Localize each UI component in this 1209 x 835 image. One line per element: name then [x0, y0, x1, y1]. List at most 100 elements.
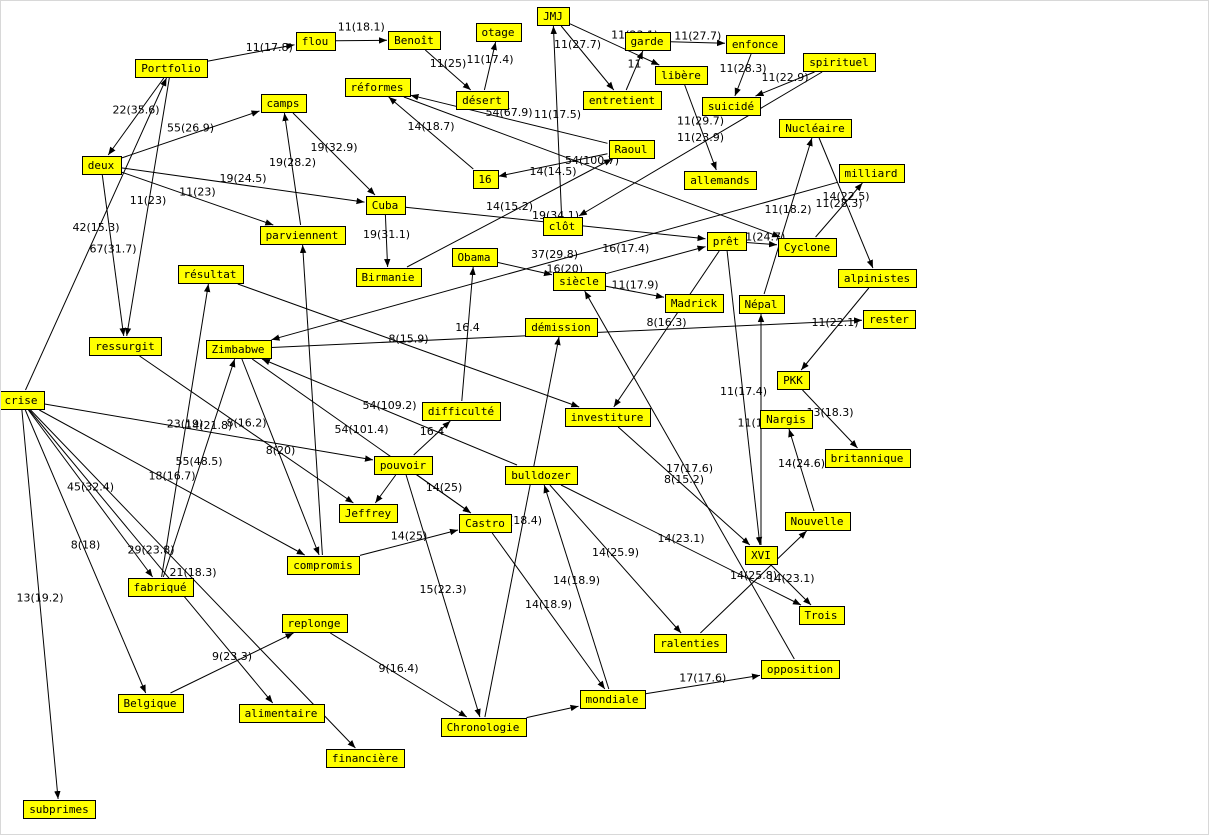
node-nouvelle[interactable]: Nouvelle [785, 512, 851, 531]
node-libere[interactable]: libère [655, 66, 708, 85]
edge-pouvoir-castro [416, 474, 472, 514]
node-otage[interactable]: otage [476, 23, 522, 42]
node-investiture[interactable]: investiture [565, 408, 651, 427]
node-n16[interactable]: 16 [473, 170, 499, 189]
node-ralenties[interactable]: ralenties [654, 634, 727, 653]
node-deux[interactable]: deux [82, 156, 122, 175]
node-parviennent[interactable]: parviennent [260, 226, 346, 245]
node-box [702, 97, 761, 116]
node-label: Chronologie [447, 721, 520, 734]
edge-desert-otage [483, 41, 497, 91]
node-box [839, 164, 905, 183]
node-nucleaire[interactable]: Nucléaire [779, 119, 852, 138]
node-mondiale[interactable]: mondiale [580, 690, 646, 709]
node-zimbabwe[interactable]: Zimbabwe [206, 340, 272, 359]
node-camps[interactable]: camps [261, 94, 307, 113]
node-label: Birmanie [362, 271, 415, 284]
node-birmanie[interactable]: Birmanie [356, 268, 422, 287]
edge-nucleaire-alpinistes [818, 137, 874, 269]
edge-label: 13(19.2) [16, 592, 63, 605]
node-castro[interactable]: Castro [459, 514, 512, 533]
node-label: Madrick [671, 297, 718, 310]
node-label: camps [266, 97, 299, 110]
node-reformes[interactable]: réformes [345, 78, 411, 97]
node-trois[interactable]: Trois [799, 606, 845, 625]
node-fabrique[interactable]: fabriqué [128, 578, 194, 597]
node-box [665, 294, 724, 313]
node-opposition[interactable]: opposition [761, 660, 840, 679]
node-subprimes[interactable]: subprimes [23, 800, 96, 819]
node-jeffrey[interactable]: Jeffrey [339, 504, 398, 523]
node-demission[interactable]: démission [525, 318, 598, 337]
edges-layer [21, 23, 874, 800]
node-allemands[interactable]: allemands [684, 171, 757, 190]
edge-cuba-birmanie [384, 214, 391, 268]
node-financiere[interactable]: financière [326, 749, 405, 768]
edge-jmj-entretient [560, 25, 615, 91]
node-box [799, 606, 845, 625]
node-suicide[interactable]: suicidé [702, 97, 761, 116]
node-garde[interactable]: garde [625, 32, 671, 51]
node-box [476, 23, 522, 42]
node-siecle[interactable]: siècle [553, 272, 606, 291]
node-alimentaire[interactable]: alimentaire [239, 704, 325, 723]
edge-label: 37(29.8) [531, 248, 578, 261]
edge-label: 19(28.2) [269, 156, 316, 169]
node-pkk[interactable]: PKK [777, 371, 810, 390]
node-nargis[interactable]: Nargis [760, 410, 813, 429]
node-milliard[interactable]: milliard [839, 164, 905, 183]
node-entretient[interactable]: entretient [583, 91, 662, 110]
node-box [779, 119, 852, 138]
node-portfolio[interactable]: Portfolio [135, 59, 208, 78]
edge-opposition-siecle [584, 290, 795, 660]
edge-label: 14(18.7) [407, 120, 454, 133]
node-box [525, 318, 598, 337]
node-ressurgit[interactable]: ressurgit [89, 337, 162, 356]
node-jmj[interactable]: JMJ [537, 7, 570, 26]
node-box [287, 556, 360, 575]
node-obama[interactable]: Obama [452, 248, 498, 267]
node-desert[interactable]: désert [456, 91, 509, 110]
node-difficulte[interactable]: difficulté [422, 402, 501, 421]
node-rester[interactable]: rester [863, 310, 916, 329]
node-cyclone[interactable]: Cyclone [778, 238, 837, 257]
node-label: pouvoir [380, 459, 427, 472]
edge-alpinistes-pkk [800, 287, 870, 371]
node-raoul[interactable]: Raoul [609, 140, 655, 159]
node-xvi[interactable]: XVI [745, 546, 778, 565]
edge-fabrique-resultat [161, 283, 211, 578]
edge-label: 11(23) [179, 186, 216, 199]
node-box [296, 32, 336, 51]
edge-chronologie-mondiale [526, 704, 579, 719]
node-chronologie[interactable]: Chronologie [441, 718, 527, 737]
edge-label: 14(21.8) [185, 419, 232, 432]
node-crise[interactable]: crise [1, 391, 45, 410]
node-enfonce[interactable]: enfonce [726, 35, 785, 54]
node-spirituel[interactable]: spirituel [803, 53, 876, 72]
node-resultat[interactable]: résultat [178, 265, 244, 284]
edge-label: 11(27.7) [674, 29, 721, 42]
node-label: réformes [351, 81, 404, 94]
node-box [339, 504, 398, 523]
node-compromis[interactable]: compromis [287, 556, 360, 575]
nodes-layer: Portfolio flou Benoît otage JMJ garde enfonce s… [1, 7, 917, 819]
node-label: ralenties [660, 637, 720, 650]
node-alpinistes[interactable]: alpinistes [838, 269, 917, 288]
node-britannique[interactable]: britannique [825, 449, 911, 468]
node-belgique[interactable]: Belgique [118, 694, 184, 713]
node-label: enfonce [732, 38, 778, 51]
node-label: démission [531, 321, 591, 334]
node-clot[interactable]: clôt [543, 217, 583, 236]
node-replonge[interactable]: replonge [282, 614, 348, 633]
node-cuba[interactable]: Cuba [366, 196, 406, 215]
node-pret[interactable]: prêt [707, 232, 747, 251]
node-flou[interactable]: flou [296, 32, 336, 51]
node-madrick[interactable]: Madrick [665, 294, 724, 313]
node-pouvoir[interactable]: pouvoir [374, 456, 433, 475]
node-nepal[interactable]: Népal [739, 295, 785, 314]
node-bulldozer[interactable]: bulldozer [505, 466, 578, 485]
node-benoit[interactable]: Benoît [388, 31, 441, 50]
node-label: clôt [549, 220, 576, 233]
node-label: allemands [690, 174, 750, 187]
